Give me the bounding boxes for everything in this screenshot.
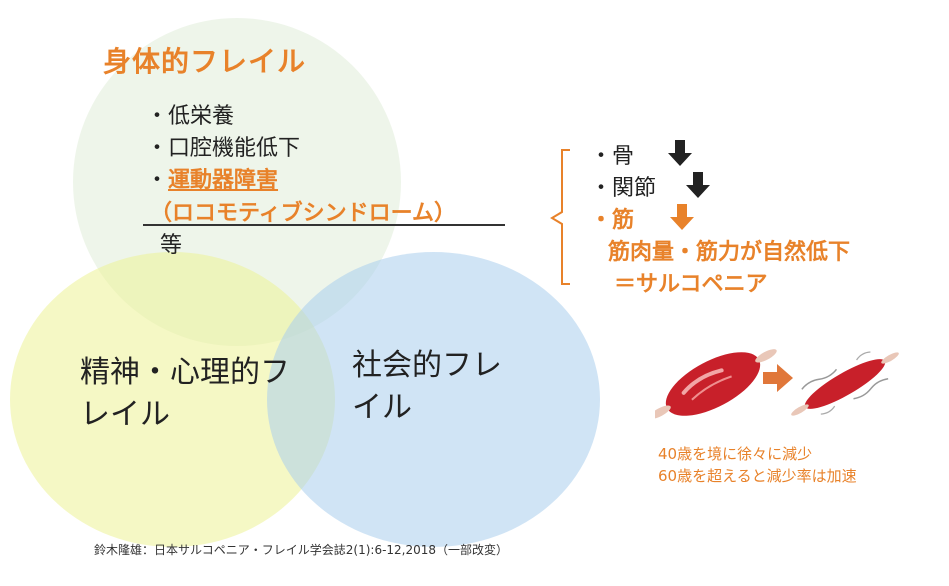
- sarcopenia-label: ＝サルコペニア: [614, 272, 768, 297]
- muscle-decline-label: 筋肉量・筋力が自然低下: [608, 240, 851, 265]
- bracket-icon: [550, 149, 570, 285]
- right-arrow-icon: [763, 364, 793, 392]
- muscle-decline-note: 40歳を境に徐々に減少 60歳を超えると減少率は加速: [658, 443, 857, 487]
- bone-label: ・骨: [590, 144, 635, 169]
- citation: 鈴木隆雄：日本サルコペニア・フレイル学会誌2(1):6-12,2018（一部改変…: [94, 543, 509, 557]
- social-frailty-title: 社会的フレイル: [352, 348, 502, 425]
- muscle-icon: [655, 349, 899, 419]
- down-arrow-icon: [670, 204, 694, 230]
- joint-label: ・関節: [590, 176, 657, 201]
- mental-frailty-title: 精神・心理的フレイル: [80, 355, 290, 432]
- muscle-note-line1: 40歳を境に徐々に減少: [658, 445, 813, 463]
- down-arrow-icon: [686, 172, 710, 198]
- item3-bullet: ・: [146, 168, 169, 193]
- physical-frailty-title: 身体的フレイル: [103, 45, 307, 78]
- social-frailty-circle: [267, 252, 600, 547]
- muscle-label: ・筋: [590, 208, 635, 233]
- physical-item-oral-function: ・口腔機能低下: [146, 136, 301, 161]
- locomotive-syndrome-label: （ロコモティブシンドローム）: [150, 201, 457, 226]
- physical-item-locomotor: ・運動器障害: [146, 162, 278, 194]
- down-arrow-icon: [668, 140, 692, 166]
- muscle-note-line2: 60歳を超えると減少率は加速: [658, 467, 857, 485]
- physical-item-malnutrition: ・低栄養: [146, 104, 235, 129]
- locomotive-underline: [143, 224, 505, 226]
- locomotor-disorder-label: 運動器障害: [168, 168, 279, 193]
- physical-item-etc: 等: [160, 233, 183, 258]
